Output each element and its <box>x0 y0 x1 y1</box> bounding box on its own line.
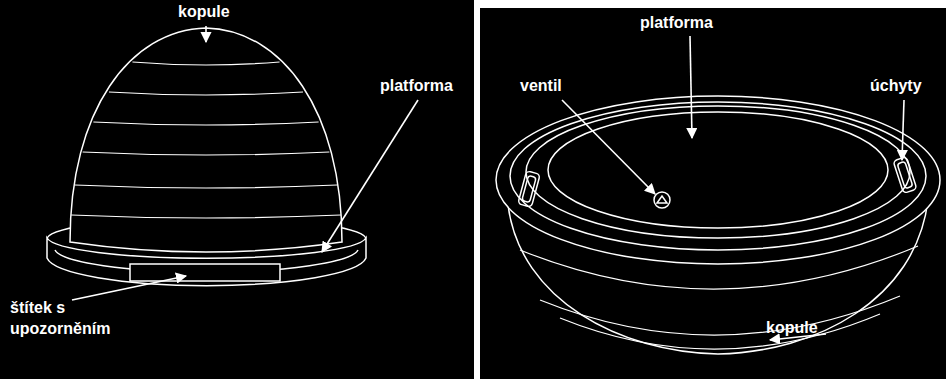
platform-bottom <box>496 96 940 264</box>
right-panel <box>480 8 946 379</box>
part-label: platforma <box>380 76 453 97</box>
part-label: štítek s upozorněním <box>10 298 110 340</box>
dome-stripe <box>83 152 330 155</box>
dome-stripe <box>109 92 303 95</box>
left-panel <box>0 0 474 379</box>
part-label: ventil <box>520 76 562 97</box>
handle <box>518 157 917 208</box>
warning-label <box>130 264 280 281</box>
leader-arrow <box>72 26 904 340</box>
dome-stripe <box>93 122 318 125</box>
dome-stripe <box>75 185 337 188</box>
dome-stripe <box>71 215 341 218</box>
dome-stripe <box>132 62 279 65</box>
part-label: platforma <box>640 13 713 34</box>
part-label: úchyty <box>870 76 922 97</box>
dome-side <box>70 28 342 252</box>
part-label: kopule <box>766 318 818 339</box>
valve <box>654 192 670 208</box>
part-label: kopule <box>178 2 230 23</box>
